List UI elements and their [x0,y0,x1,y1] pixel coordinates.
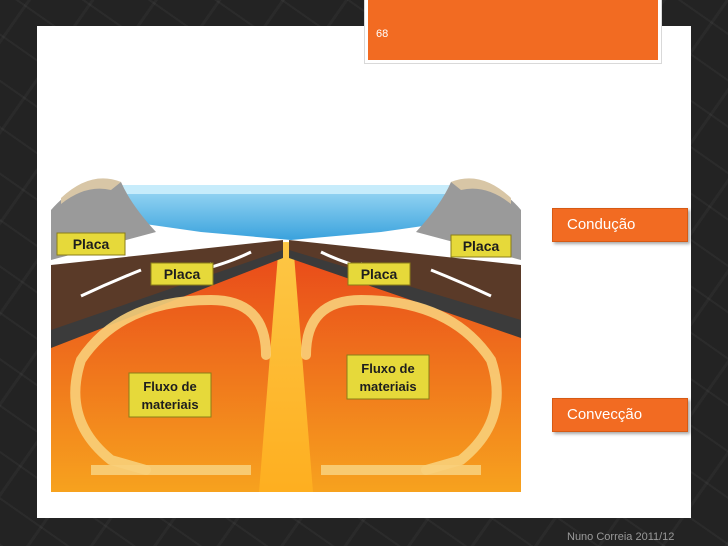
crust-right-edge [289,250,521,338]
label-plate-right: Placa [463,238,500,254]
label-flow-right-box [346,354,430,400]
crust-left-edge [51,250,283,348]
label-plate-inner-right: Placa [361,266,398,282]
label-plate-left: Placa [73,236,110,252]
footer-author: Nuno Correia 2011/12 [567,531,675,543]
plate-arrow-left-outer [80,268,142,298]
label-flow-left-box [128,372,212,418]
label-plate-inner-left: Placa [164,266,201,282]
convection-arrow-left [70,294,271,475]
continent-right-top [451,178,511,204]
label-flow-right-line2: materiais [359,379,416,394]
ocean-surface [91,185,481,194]
label-plate-right-box [450,234,512,258]
convection-label: Convecção [552,398,688,432]
label-flow-right-line1: Fluxo de [361,361,414,376]
slide-number-tab [365,0,661,63]
label-plate-left-box [56,232,126,256]
convection-arrow-right [301,294,502,475]
ocean [91,185,481,240]
label-plate-inner-left-box [150,262,214,286]
conduction-label: Condução [552,208,688,242]
slide-number: 68 [376,28,389,40]
label-plate-inner-right-box [347,262,411,286]
continent-left-top [61,178,121,204]
label-flow-left-line2: materiais [141,397,198,412]
label-flow-left-line1: Fluxo de [143,379,196,394]
plate-tectonics-diagram: Placa Placa Placa Placa Fluxo de materia… [51,178,521,492]
plate-arrow-right-outer [430,268,492,298]
rift-glow [259,242,313,492]
